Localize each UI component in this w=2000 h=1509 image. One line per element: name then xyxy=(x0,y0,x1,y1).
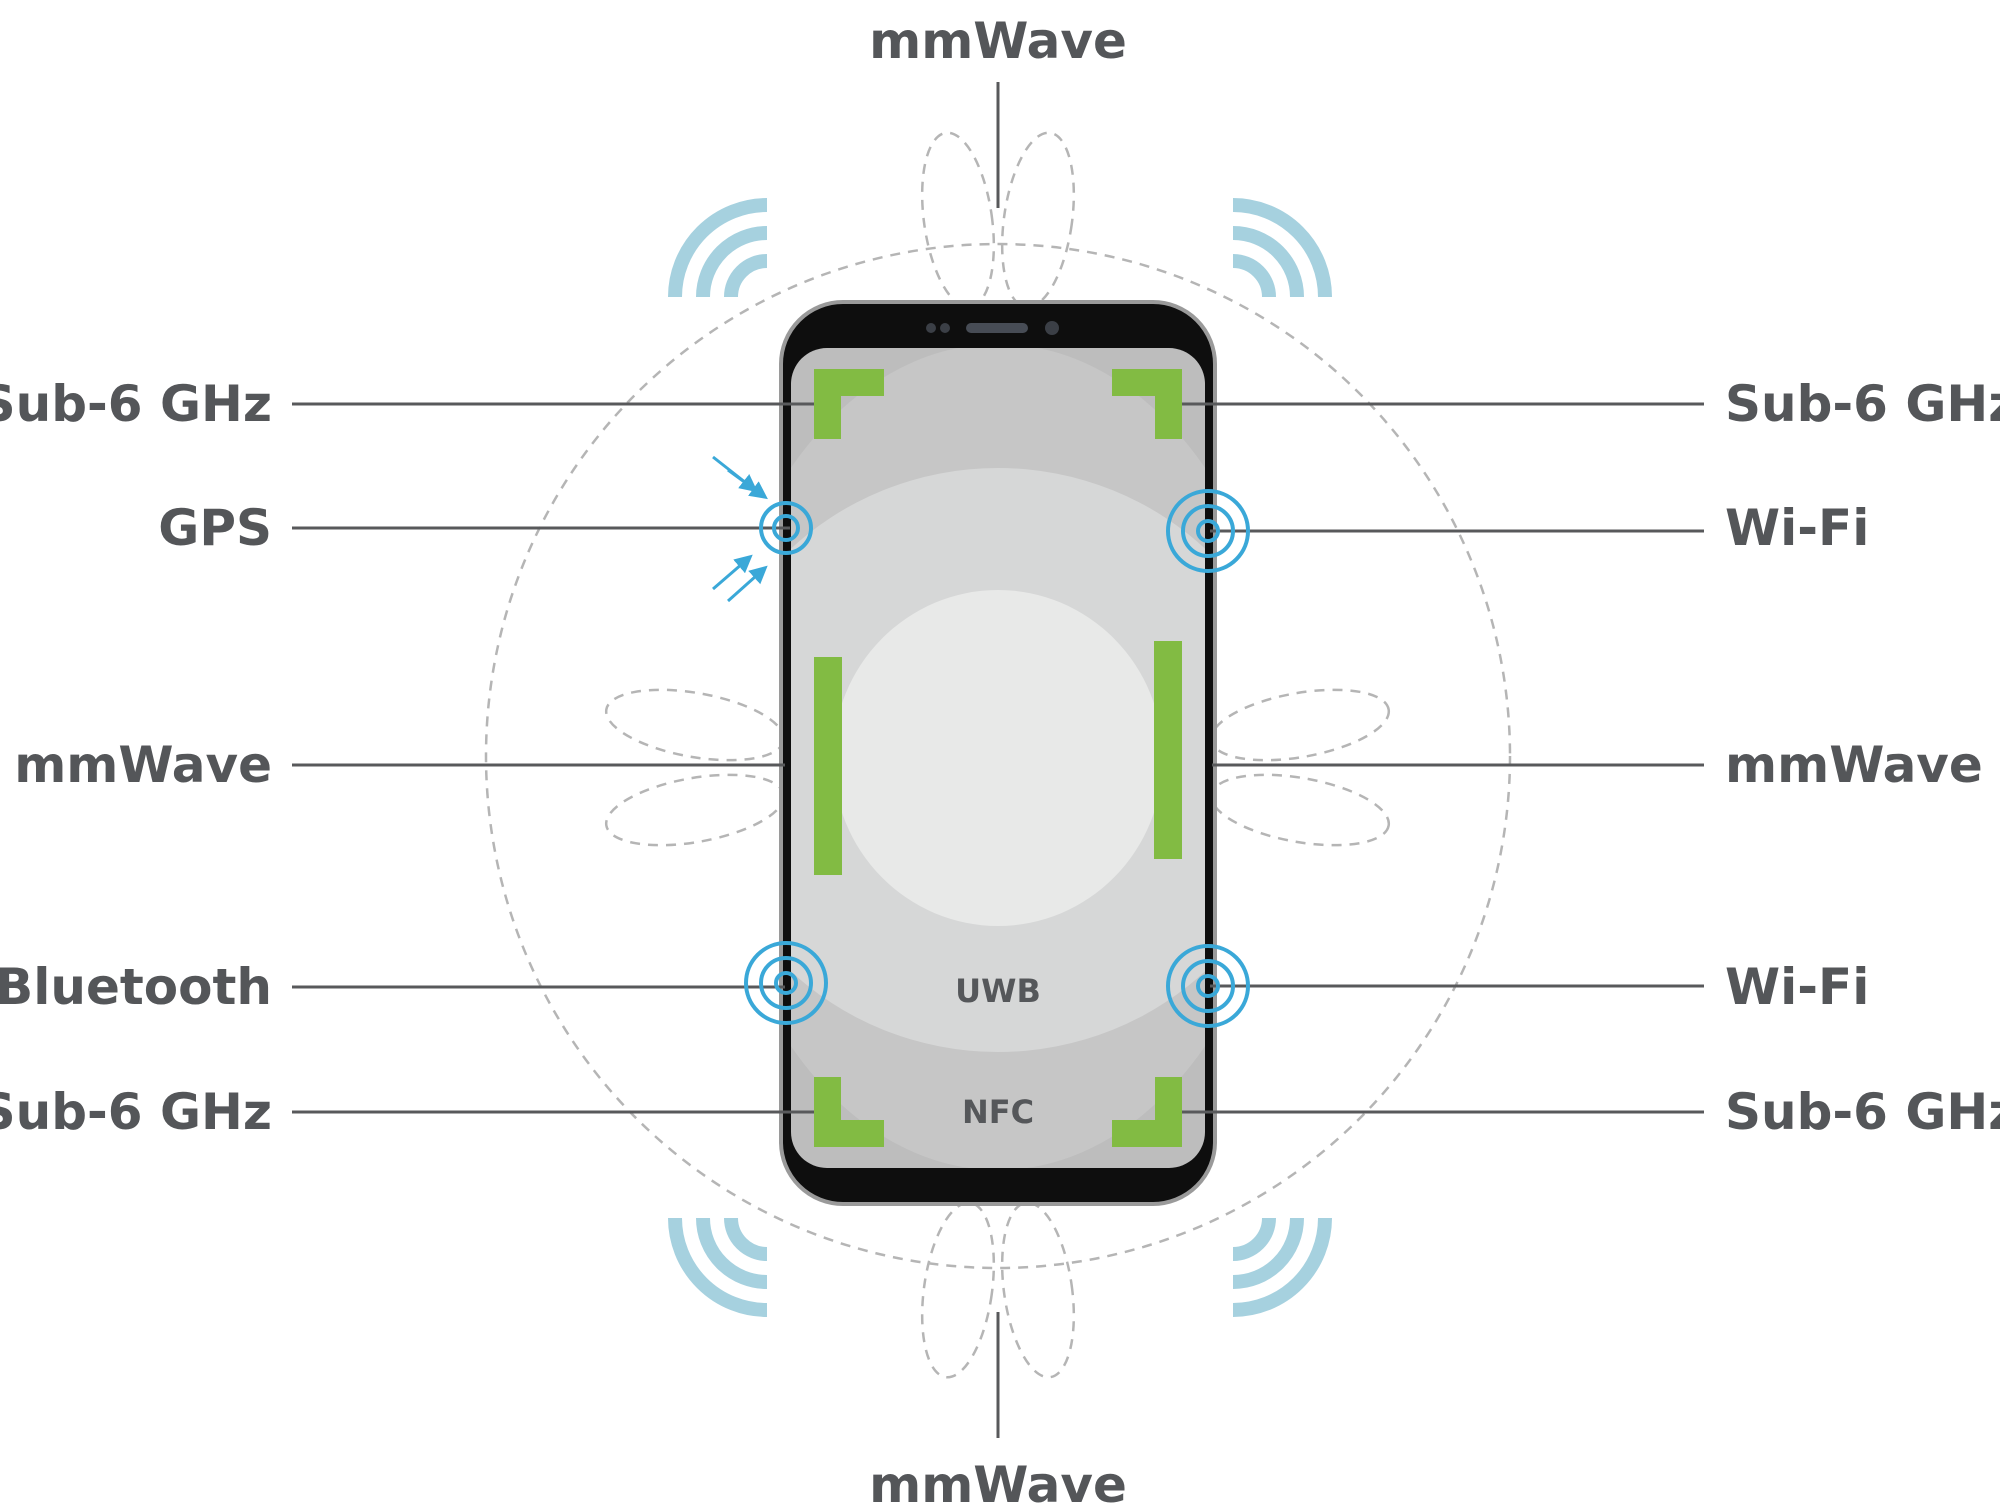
sub6-antennas xyxy=(814,369,1182,1147)
signal-arc-icon xyxy=(668,198,1332,1317)
label-left-sub6-bottom: Sub-6 GHz xyxy=(0,1083,272,1141)
sensor-dot xyxy=(940,323,950,333)
coverage-dashed-circle xyxy=(484,242,1512,1270)
nfc-label: NFC xyxy=(962,1093,1034,1131)
uwb-label: UWB xyxy=(955,972,1041,1010)
inner-zone xyxy=(833,590,1163,926)
label-right-sub6-top: Sub-6 GHz xyxy=(1725,375,2000,433)
mmwave-beam-left xyxy=(604,688,786,847)
earpiece-speaker xyxy=(966,323,1028,333)
label-right-wifi-bottom: Wi-Fi xyxy=(1725,958,1869,1016)
label-right-sub6-bottom: Sub-6 GHz xyxy=(1725,1083,2000,1141)
leader-lines xyxy=(292,82,1704,1438)
antenna-ring-icon xyxy=(744,489,1250,1028)
sensor-dot xyxy=(926,323,936,333)
label-top-mmwave: mmWave xyxy=(869,12,1127,70)
mmwave-beam-right xyxy=(1209,688,1391,847)
antenna-mmwave-left xyxy=(814,657,842,875)
mmwave-beam-top xyxy=(920,131,1076,309)
antenna-sub6-bottom-right xyxy=(1112,1077,1182,1147)
antenna-sub6-top-right xyxy=(1112,369,1182,439)
label-right-mmwave: mmWave xyxy=(1725,736,1983,794)
smartphone xyxy=(779,300,1217,1206)
front-camera xyxy=(1045,321,1059,335)
label-right-wifi-top: Wi-Fi xyxy=(1725,499,1869,557)
gps-arrow-icon xyxy=(712,455,768,603)
antenna-sub6-bottom-left xyxy=(814,1077,884,1147)
antenna-sub6-top-left xyxy=(814,369,884,439)
label-left-bluetooth: Bluetooth xyxy=(0,958,272,1016)
label-bottom-mmwave: mmWave xyxy=(869,1456,1127,1509)
mmwave-beam-bottom xyxy=(920,1201,1076,1379)
label-left-mmwave: mmWave xyxy=(14,736,272,794)
label-left-gps: GPS xyxy=(158,499,272,557)
antenna-mmwave-right xyxy=(1154,641,1182,859)
label-left-sub6-top: Sub-6 GHz xyxy=(0,375,272,433)
